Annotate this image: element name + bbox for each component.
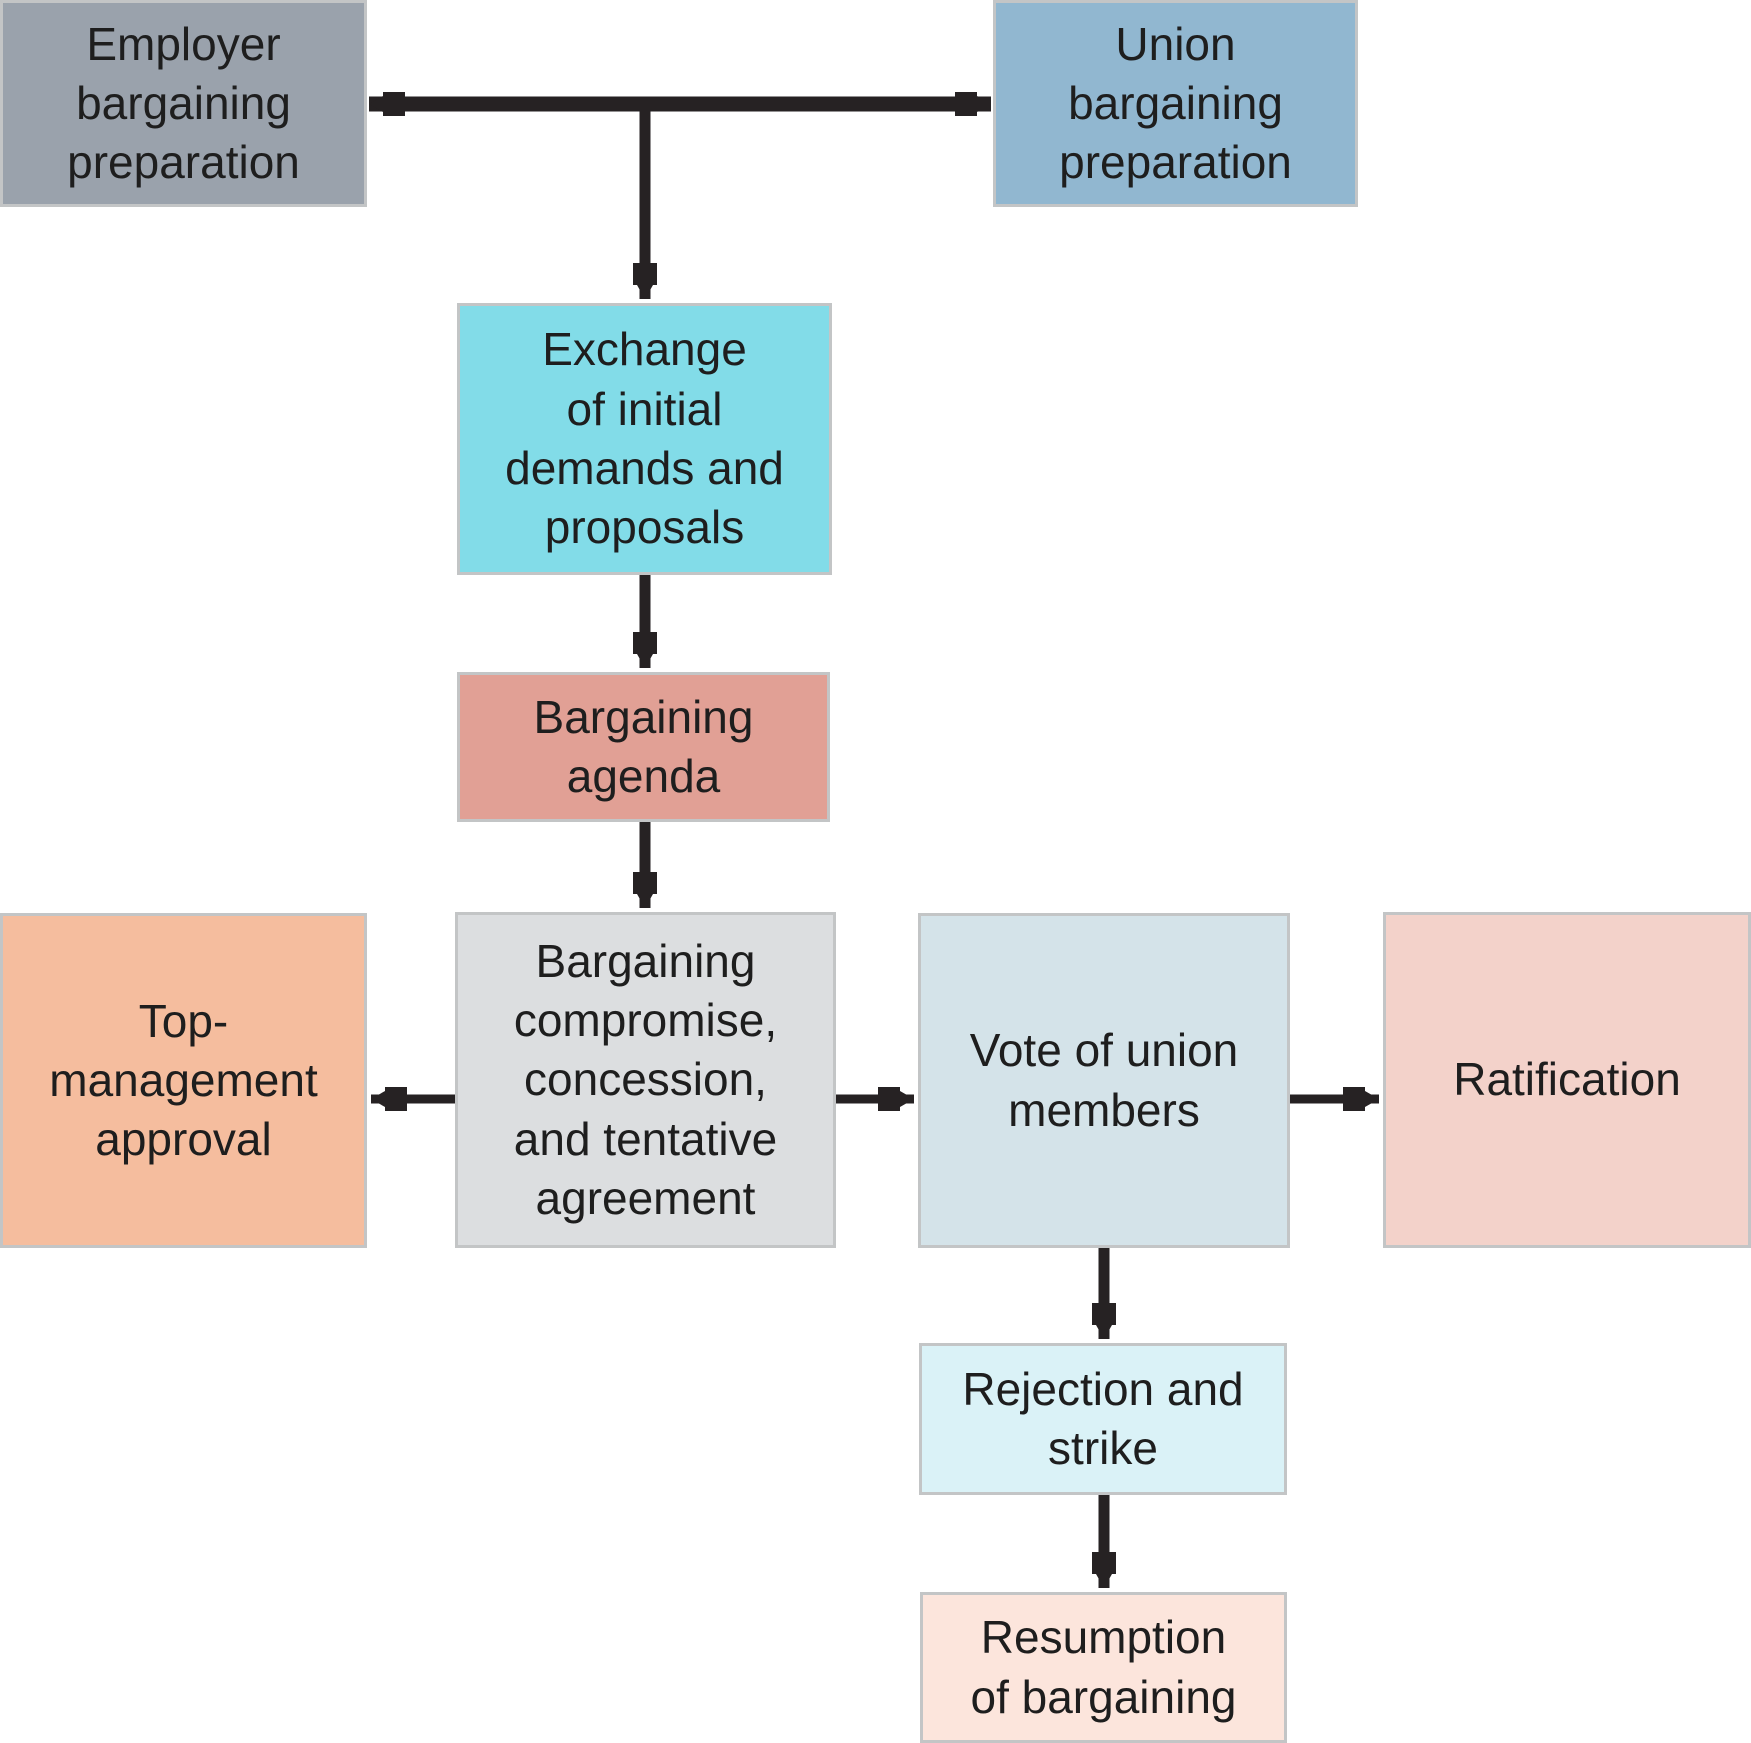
box-resumption-of-bargaining: Resumption of bargaining: [920, 1592, 1287, 1743]
label-bargaining-compromise: Bargaining compromise, concession, and t…: [513, 934, 778, 1224]
label-employer-bargaining-preparation: Employer bargaining preparation: [67, 17, 300, 189]
label-top-management-approval: Top- management approval: [49, 994, 318, 1166]
label-bargaining-agenda: Bargaining agenda: [533, 690, 754, 802]
label-resumption-of-bargaining: Resumption of bargaining: [970, 1611, 1237, 1723]
box-exchange-of-initial-demands: Exchange of initial demands and proposal…: [457, 303, 832, 575]
label-vote-of-union-members: Vote of union members: [969, 1024, 1239, 1136]
box-ratification: Ratification: [1383, 912, 1751, 1248]
box-rejection-and-strike: Rejection and strike: [919, 1343, 1287, 1495]
label-rejection-and-strike: Rejection and strike: [962, 1362, 1244, 1474]
label-exchange-of-initial-demands: Exchange of initial demands and proposal…: [505, 323, 784, 554]
label-union-bargaining-preparation: Union bargaining preparation: [1059, 17, 1292, 189]
box-top-management-approval: Top- management approval: [0, 913, 367, 1248]
box-union-bargaining-preparation: Union bargaining preparation: [993, 0, 1358, 207]
box-vote-of-union-members: Vote of union members: [918, 913, 1290, 1248]
label-ratification: Ratification: [1453, 1053, 1681, 1106]
box-bargaining-agenda: Bargaining agenda: [457, 672, 830, 822]
box-employer-bargaining-preparation: Employer bargaining preparation: [0, 0, 367, 207]
box-bargaining-compromise: Bargaining compromise, concession, and t…: [455, 912, 836, 1248]
